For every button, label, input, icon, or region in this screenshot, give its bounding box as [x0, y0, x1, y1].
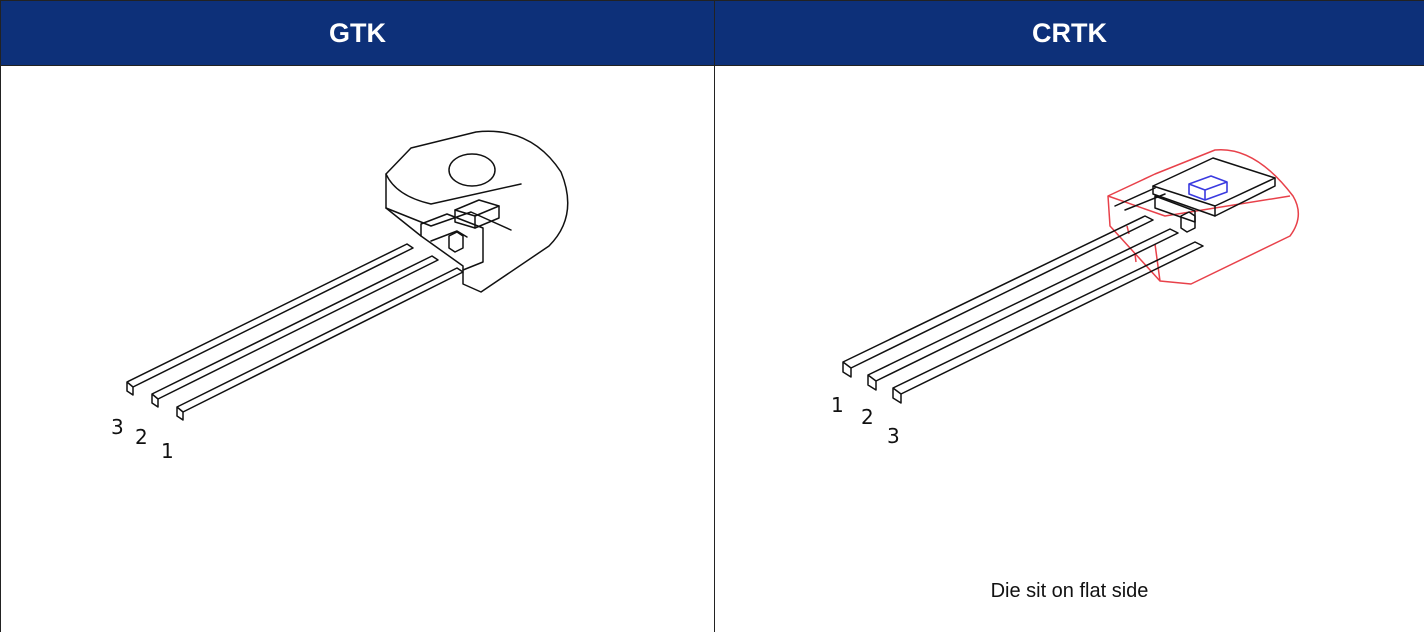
crtk-package-drawing: 1 2 3 [831, 148, 1299, 448]
crtk-cell: 1 2 3 Die sit on flat side [714, 65, 1424, 632]
crtk-lead-2 [867, 228, 1179, 391]
crtk-pin-label-2: 2 [861, 405, 874, 429]
gtk-pin-label-1: 1 [161, 439, 174, 463]
gtk-pin-label-3: 3 [111, 415, 124, 439]
column-header-gtk: GTK [0, 0, 715, 66]
gtk-mounting-hole [448, 153, 496, 187]
gtk-lead-1 [176, 267, 464, 421]
gtk-lead-3 [126, 243, 414, 396]
crtk-pin-label-1: 1 [831, 393, 844, 417]
crtk-pin-label-3: 3 [887, 424, 900, 448]
crtk-lead-1 [842, 215, 1154, 378]
gtk-pin-label-2: 2 [135, 425, 148, 449]
crtk-body-outline [1107, 148, 1299, 285]
crtk-lead-3 [892, 241, 1204, 404]
gtk-body-outline [385, 130, 569, 293]
crtk-die-note: Die sit on flat side [990, 580, 1149, 602]
gtk-cell: 3 2 1 [0, 65, 715, 632]
gtk-package-drawing: 3 2 1 [111, 130, 569, 463]
column-header-crtk: CRTK [714, 0, 1424, 66]
gtk-lead-2 [151, 255, 439, 408]
crtk-die [1188, 175, 1228, 201]
gtk-die [454, 199, 500, 229]
